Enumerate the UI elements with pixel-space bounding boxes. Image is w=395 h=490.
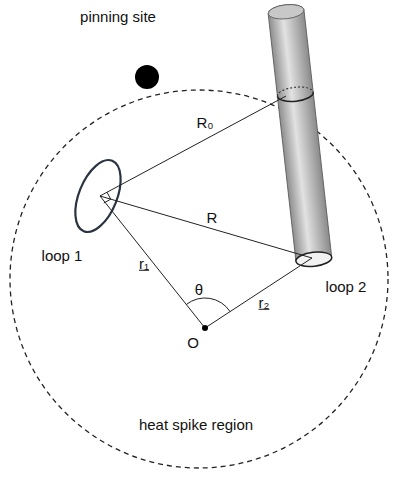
loop-label: loop 1 (42, 248, 83, 265)
heat-spike-circle (10, 90, 388, 468)
origin-dot (202, 325, 208, 331)
angle-label: θ (195, 282, 203, 299)
pinning-dot (135, 65, 159, 89)
origin-label: O (187, 335, 199, 352)
vector-label: R (207, 210, 218, 227)
region-label: heat spike region (139, 417, 253, 434)
vector-label: R₀ (196, 115, 213, 132)
vector-lines (100, 96, 312, 328)
region-label: pinning site (80, 9, 156, 26)
loop-1-ellipse (66, 154, 130, 239)
vector-label: r₁ (139, 256, 149, 273)
loop-label: loop 2 (326, 279, 367, 296)
vector-label: r₂ (259, 295, 270, 312)
dislocation-tube (267, 3, 332, 268)
